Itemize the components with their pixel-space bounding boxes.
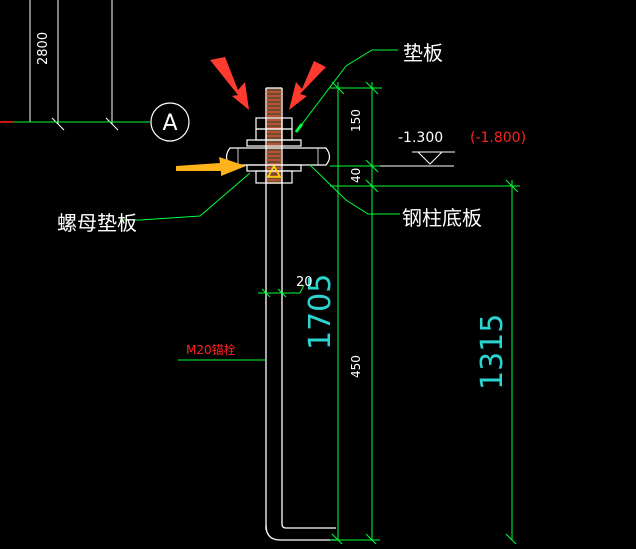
rod-hook-outer	[265, 524, 336, 541]
label-base-plate: 钢柱底板	[402, 206, 482, 230]
dim-tick	[105, 117, 119, 131]
red-arrow-icon	[210, 57, 249, 110]
dim-2800-text: 2800	[36, 32, 51, 65]
axis-a-group: 2800 A	[0, 0, 190, 142]
axis-bubble-label: A	[162, 111, 177, 136]
upper-washer-plate	[246, 139, 302, 147]
label-diban: 垫板	[403, 41, 443, 65]
leader-base-plate	[309, 164, 400, 215]
dim-chain-left	[330, 81, 382, 547]
dim-20	[258, 284, 305, 298]
rod-hook-inner	[281, 522, 336, 529]
dim-40-text: 40	[349, 168, 363, 183]
red-arrow-icon	[289, 61, 326, 110]
dim-tick	[51, 117, 65, 131]
leader-nut-washer	[120, 172, 251, 221]
column-base-plate	[225, 147, 331, 166]
elevation-alt-text: (-1.800)	[470, 130, 526, 146]
upper-nut-assembly	[246, 117, 302, 147]
leader-arrowhead	[294, 123, 304, 133]
lower-nut-assembly	[246, 164, 302, 184]
leader-lines	[120, 49, 400, 221]
elevation-main-text: -1.300	[398, 130, 443, 146]
axis-bubble	[150, 102, 190, 142]
label-nut-washer: 螺母垫板	[57, 211, 137, 235]
rod-label-text: M20锚栓	[186, 342, 236, 357]
dim-450-text: 450	[349, 355, 363, 378]
warning-triangle-icon	[266, 164, 282, 178]
dim-20-text: 20	[296, 275, 313, 290]
dim-1315-text: 1315	[475, 314, 510, 390]
lower-nut	[255, 170, 293, 184]
elevation-marker	[380, 151, 455, 167]
base-plate-outline	[225, 147, 331, 166]
dim-1705-text: 1705	[303, 274, 338, 350]
leader-diban	[295, 49, 398, 133]
dim-150-text: 150	[349, 109, 363, 132]
orange-arrow-icon	[176, 157, 246, 176]
